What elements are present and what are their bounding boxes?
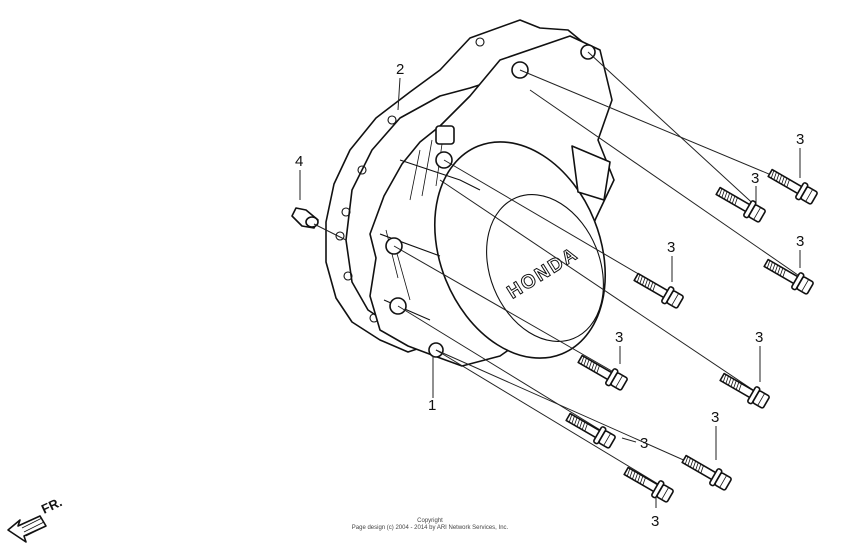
flange-bolt [763, 258, 814, 295]
copyright-line-1: Copyright [417, 518, 443, 524]
flange-bolt [577, 354, 628, 391]
front-direction-marker: FR. [7, 494, 64, 543]
copyright-notice: Copyright Page design (c) 2004 - 2014 by… [300, 518, 560, 532]
callout-bolt-d: 3 [667, 239, 675, 256]
callouts: 2 4 1 3 3 3 3 3 3 3 3 3 [295, 61, 804, 530]
callout-bolt-g: 3 [640, 435, 648, 452]
callout-bolt-i: 3 [651, 513, 659, 530]
callout-bolt-f: 3 [755, 329, 763, 346]
callout-gasket: 2 [396, 61, 404, 78]
flange-bolt [767, 168, 818, 205]
flange-bolt [623, 466, 674, 503]
flange-bolt [565, 412, 616, 449]
flange-bolt [715, 186, 766, 223]
callout-bolt-e: 3 [615, 329, 623, 346]
callout-bolt-c: 3 [796, 233, 804, 250]
dowel-pin [291, 207, 319, 229]
callout-cover: 1 [428, 397, 436, 414]
callout-dowel: 4 [295, 153, 303, 170]
flange-bolts [565, 168, 818, 503]
flange-bolt [719, 372, 770, 409]
engine-side-cover: HONDA [369, 35, 615, 367]
front-marker-label: FR. [39, 494, 64, 516]
flange-bolt [633, 272, 684, 309]
callout-bolt-h: 3 [711, 409, 719, 426]
leader-lines [299, 51, 813, 508]
callout-bolt-a: 3 [796, 131, 804, 148]
flange-bolt [681, 454, 732, 491]
copyright-line-2: Page design (c) 2004 - 2014 by ARI Netwo… [351, 525, 509, 531]
callout-bolt-b: 3 [751, 170, 759, 187]
